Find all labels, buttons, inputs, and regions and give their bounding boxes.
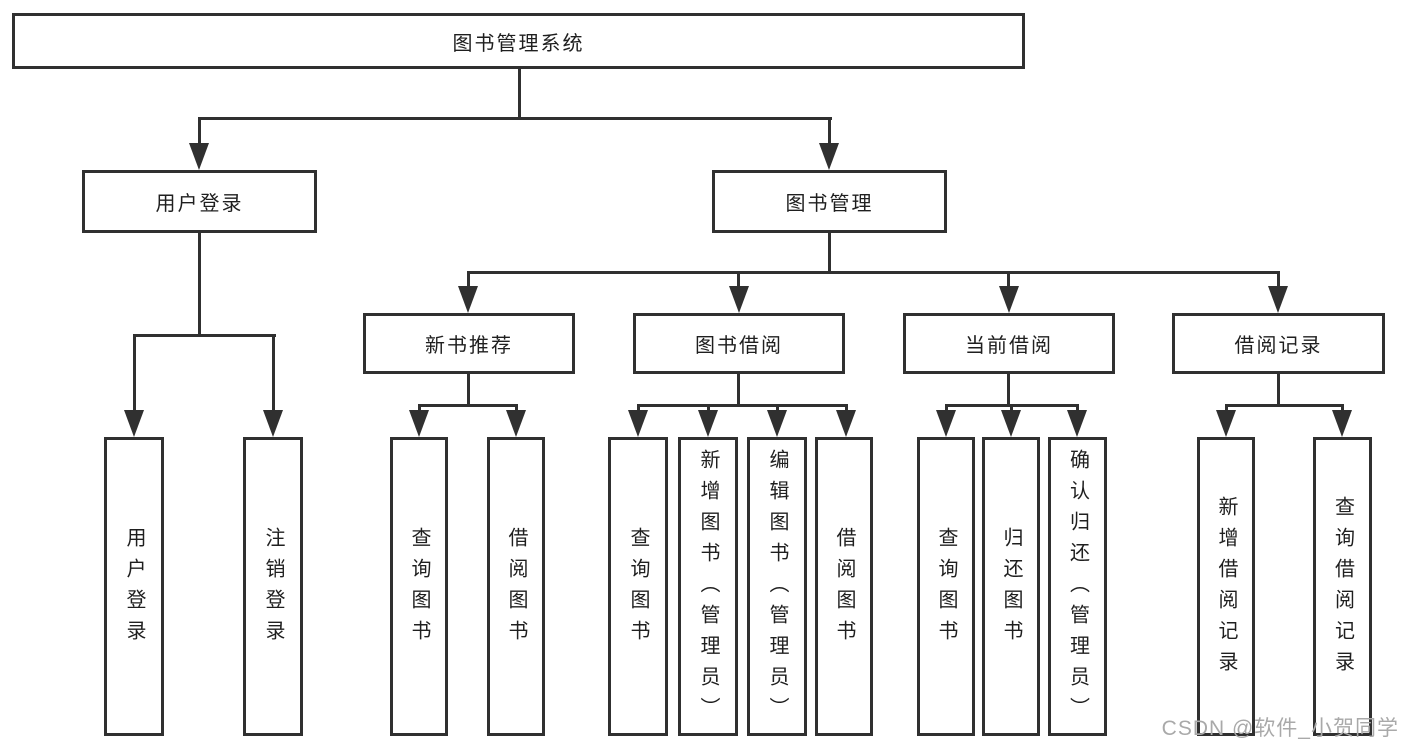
leaf-recommend-borrow-books: 借阅图书: [487, 437, 545, 736]
connector-line: [637, 404, 640, 414]
connector-line: [198, 117, 832, 120]
connector-line: [1007, 374, 1010, 407]
connector-line: [737, 374, 740, 407]
arrow-down-icon: [628, 410, 648, 437]
connector-line: [1277, 271, 1280, 288]
arrow-down-icon: [1216, 410, 1236, 437]
connector-line: [418, 404, 518, 407]
connector-line: [737, 271, 740, 288]
connector-line: [828, 233, 831, 273]
node-book-borrow: 图书借阅: [633, 313, 845, 374]
connector-line: [467, 271, 1280, 274]
arrow-down-icon: [189, 143, 209, 170]
leaf-borrow-query-books: 查询图书: [608, 437, 668, 736]
connector-line: [1007, 271, 1010, 288]
leaf-add-book-admin: 新增图书（管理员）: [678, 437, 738, 736]
node-book-management: 图书管理: [712, 170, 947, 233]
connector-line: [198, 233, 201, 336]
arrow-down-icon: [124, 410, 144, 437]
connector-line: [1225, 404, 1228, 414]
connector-line: [467, 271, 470, 288]
connector-line: [945, 404, 948, 414]
arrow-down-icon: [729, 286, 749, 313]
node-new-book-recommend: 新书推荐: [363, 313, 575, 374]
connector-line: [637, 404, 847, 407]
connector-line: [518, 68, 521, 118]
connector-line: [845, 404, 848, 414]
connector-line: [133, 334, 276, 337]
connector-line: [272, 334, 275, 412]
node-borrow-records: 借阅记录: [1172, 313, 1385, 374]
arrow-down-icon: [1268, 286, 1288, 313]
connector-line: [1076, 404, 1079, 414]
connector-line: [133, 334, 136, 412]
connector-line: [1341, 404, 1344, 414]
connector-line: [1225, 404, 1344, 407]
leaf-add-borrow-record: 新增借阅记录: [1197, 437, 1255, 736]
leaf-user-login: 用户登录: [104, 437, 164, 736]
arrow-down-icon: [409, 410, 429, 437]
arrow-down-icon: [936, 410, 956, 437]
connector-line: [1010, 404, 1013, 414]
arrow-down-icon: [767, 410, 787, 437]
arrow-down-icon: [999, 286, 1019, 313]
connector-line: [828, 117, 831, 150]
leaf-current-query-books: 查询图书: [917, 437, 975, 736]
leaf-query-borrow-record: 查询借阅记录: [1313, 437, 1372, 736]
connector-line: [707, 404, 710, 414]
leaf-logout: 注销登录: [243, 437, 303, 736]
arrow-down-icon: [1067, 410, 1087, 437]
node-root: 图书管理系统: [12, 13, 1025, 69]
node-user-login: 用户登录: [82, 170, 317, 233]
connector-line: [418, 404, 421, 414]
leaf-borrow-books: 借阅图书: [815, 437, 873, 736]
leaf-recommend-query-books: 查询图书: [390, 437, 448, 736]
arrow-down-icon: [836, 410, 856, 437]
arrow-down-icon: [263, 410, 283, 437]
arrow-down-icon: [1001, 410, 1021, 437]
arrow-down-icon: [1332, 410, 1352, 437]
arrow-down-icon: [819, 143, 839, 170]
leaf-edit-book-admin: 编辑图书（管理员）: [747, 437, 807, 736]
leaf-confirm-return-admin: 确认归还（管理员）: [1048, 437, 1107, 736]
arrow-down-icon: [458, 286, 478, 313]
arrow-down-icon: [506, 410, 526, 437]
connector-line: [198, 117, 201, 150]
arrow-down-icon: [698, 410, 718, 437]
connector-line: [1277, 374, 1280, 407]
connector-line: [515, 404, 518, 414]
connector-line: [467, 374, 470, 407]
leaf-return-book: 归还图书: [982, 437, 1040, 736]
csdn-watermark: CSDN @软件_小贺同学: [1161, 717, 1399, 740]
node-current-borrow: 当前借阅: [903, 313, 1115, 374]
connector-line: [776, 404, 779, 414]
